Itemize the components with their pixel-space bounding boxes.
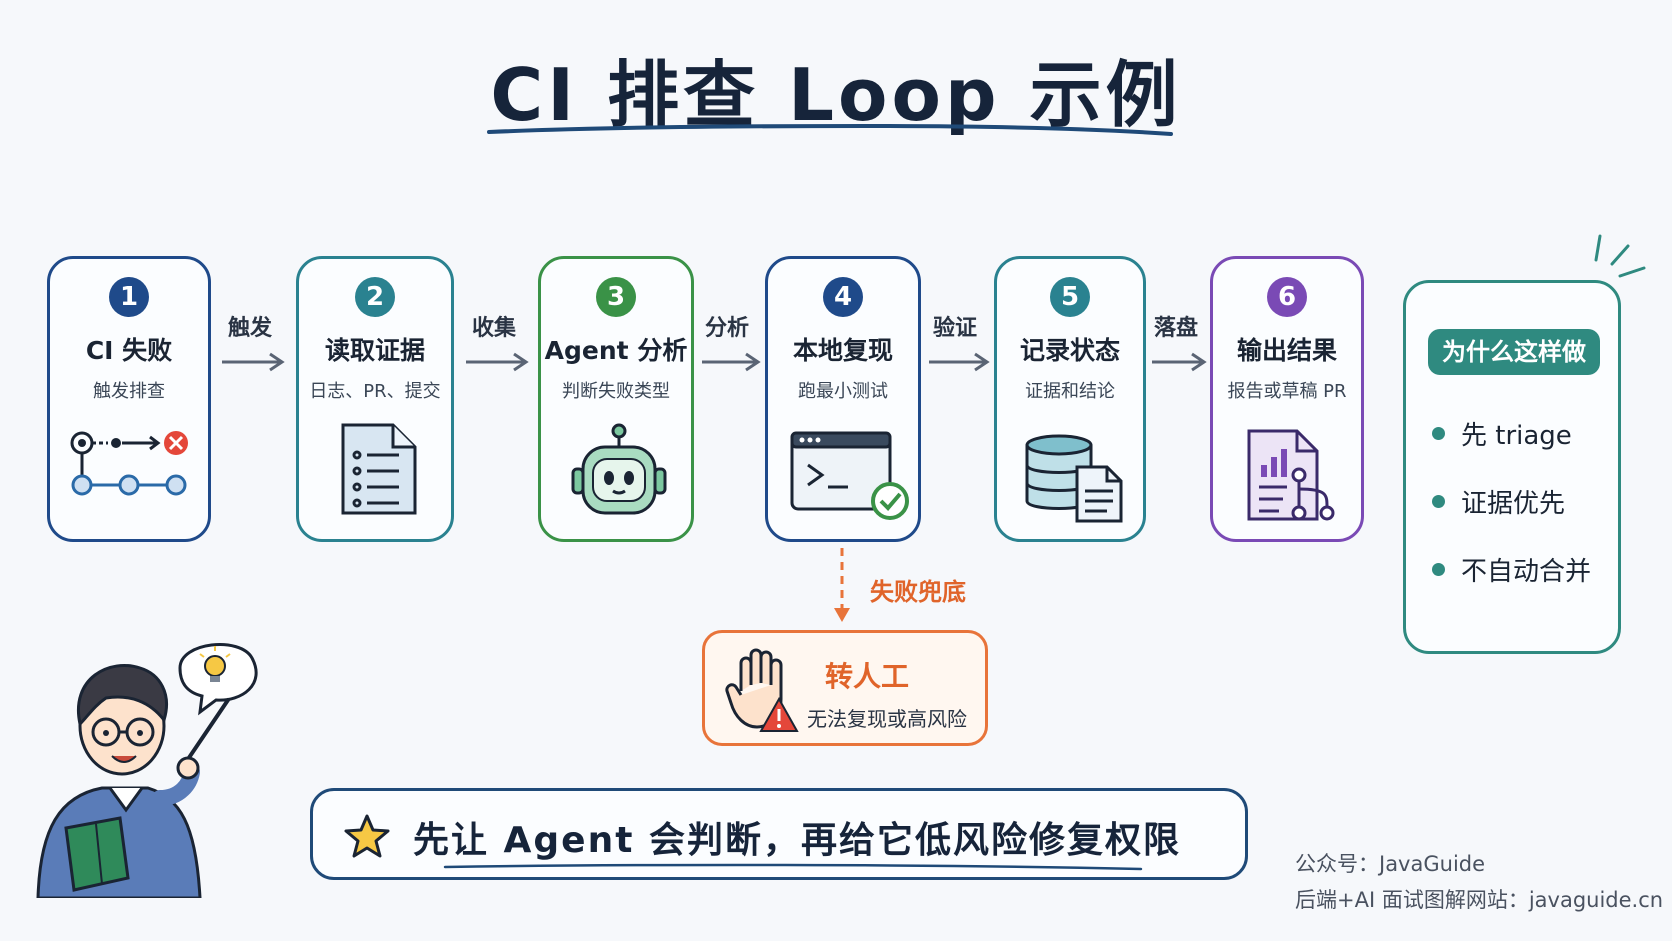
manual-title: 转人工 <box>825 660 910 693</box>
step-number-badge: 3 <box>596 277 636 317</box>
step-card-4: 4 本地复现 跑最小测试 <box>765 256 921 542</box>
step-title: 读取证据 <box>324 336 425 365</box>
step-subtitle: 日志、PR、提交 <box>309 381 441 402</box>
why-item-text: 先 triage <box>1461 421 1572 451</box>
bullet-dot <box>1432 495 1445 508</box>
hand-warning-icon <box>725 648 799 732</box>
step-subtitle: 证据和结论 <box>1025 381 1115 402</box>
manual-handoff-box: 转人工 无法复现或高风险 <box>702 630 988 746</box>
title-underline <box>487 123 1173 136</box>
arrow-label-analyze: 分析 <box>705 316 750 341</box>
step-title: 输出结果 <box>1236 336 1337 365</box>
right-arrow-icon <box>466 352 529 372</box>
step-title: 记录状态 <box>1019 336 1120 365</box>
step-card-6: 6 输出结果 报告或草稿 PR <box>1210 256 1364 542</box>
arrow-label-collect: 收集 <box>472 316 517 341</box>
why-item: 不自动合并 <box>1432 551 1591 588</box>
step-card-5: 5 记录状态 证据和结论 <box>994 256 1146 542</box>
principle-banner: 先让 Agent 会判断，再给它低风险修复权限 <box>310 788 1248 880</box>
right-arrow-icon <box>1152 352 1207 372</box>
robot-icon <box>571 423 667 515</box>
step-number-badge: 4 <box>823 277 863 317</box>
document-icon <box>341 423 417 515</box>
step-subtitle: 触发排查 <box>93 381 165 402</box>
credit-website: 后端+AI 面试图解网站：javaguide.cn <box>1295 888 1664 912</box>
step-card-2: 2 读取证据 日志、PR、提交 <box>296 256 454 542</box>
credit-wechat: 公众号：JavaGuide <box>1295 852 1486 876</box>
pipeline-failure-icon <box>70 431 188 496</box>
why-item: 先 triage <box>1432 415 1572 452</box>
fallback-label: 失败兜底 <box>870 578 966 606</box>
banner-underline <box>443 863 1143 871</box>
sparkle-lines-icon <box>1594 234 1646 278</box>
step-card-3: 3 Agent 分析 判断失败类型 <box>538 256 694 542</box>
manual-subtitle: 无法复现或高风险 <box>807 707 967 731</box>
right-arrow-icon <box>702 352 761 372</box>
step-subtitle: 判断失败类型 <box>562 381 670 402</box>
why-item-text: 证据优先 <box>1461 489 1566 519</box>
step-subtitle: 报告或草稿 PR <box>1227 381 1347 402</box>
why-item: 证据优先 <box>1432 483 1565 520</box>
database-document-icon <box>1025 434 1123 523</box>
bullet-dot <box>1432 427 1445 440</box>
fallback-dashed-arrow <box>834 548 850 622</box>
step-number-badge: 1 <box>109 277 149 317</box>
step-subtitle: 跑最小测试 <box>798 381 888 402</box>
step-number-badge: 2 <box>355 277 395 317</box>
banner-text: 先让 Agent 会判断，再给它低风险修复权限 <box>413 820 1181 861</box>
arrow-label-verify: 验证 <box>933 316 978 341</box>
terminal-success-icon <box>790 431 909 520</box>
page-title: CI 排查 Loop 示例 <box>490 53 1182 137</box>
report-branch-icon <box>1247 429 1335 521</box>
teacher-character-illustration <box>36 643 258 898</box>
star-icon <box>344 814 390 858</box>
step-number-badge: 6 <box>1267 277 1307 317</box>
arrow-label-persist: 落盘 <box>1154 316 1199 341</box>
why-title: 为什么这样做 <box>1428 329 1600 375</box>
why-panel: 为什么这样做 先 triage 证据优先 不自动合并 <box>1403 280 1621 654</box>
right-arrow-icon <box>222 352 285 372</box>
right-arrow-icon <box>929 352 990 372</box>
bullet-dot <box>1432 563 1445 576</box>
arrow-label-trigger: 触发 <box>228 316 273 341</box>
step-title: CI 失败 <box>85 336 173 365</box>
step-title: 本地复现 <box>792 336 893 365</box>
step-title: Agent 分析 <box>544 336 688 365</box>
step-number-badge: 5 <box>1050 277 1090 317</box>
why-item-text: 不自动合并 <box>1461 557 1592 587</box>
step-card-1: 1 CI 失败 触发排查 <box>47 256 211 542</box>
